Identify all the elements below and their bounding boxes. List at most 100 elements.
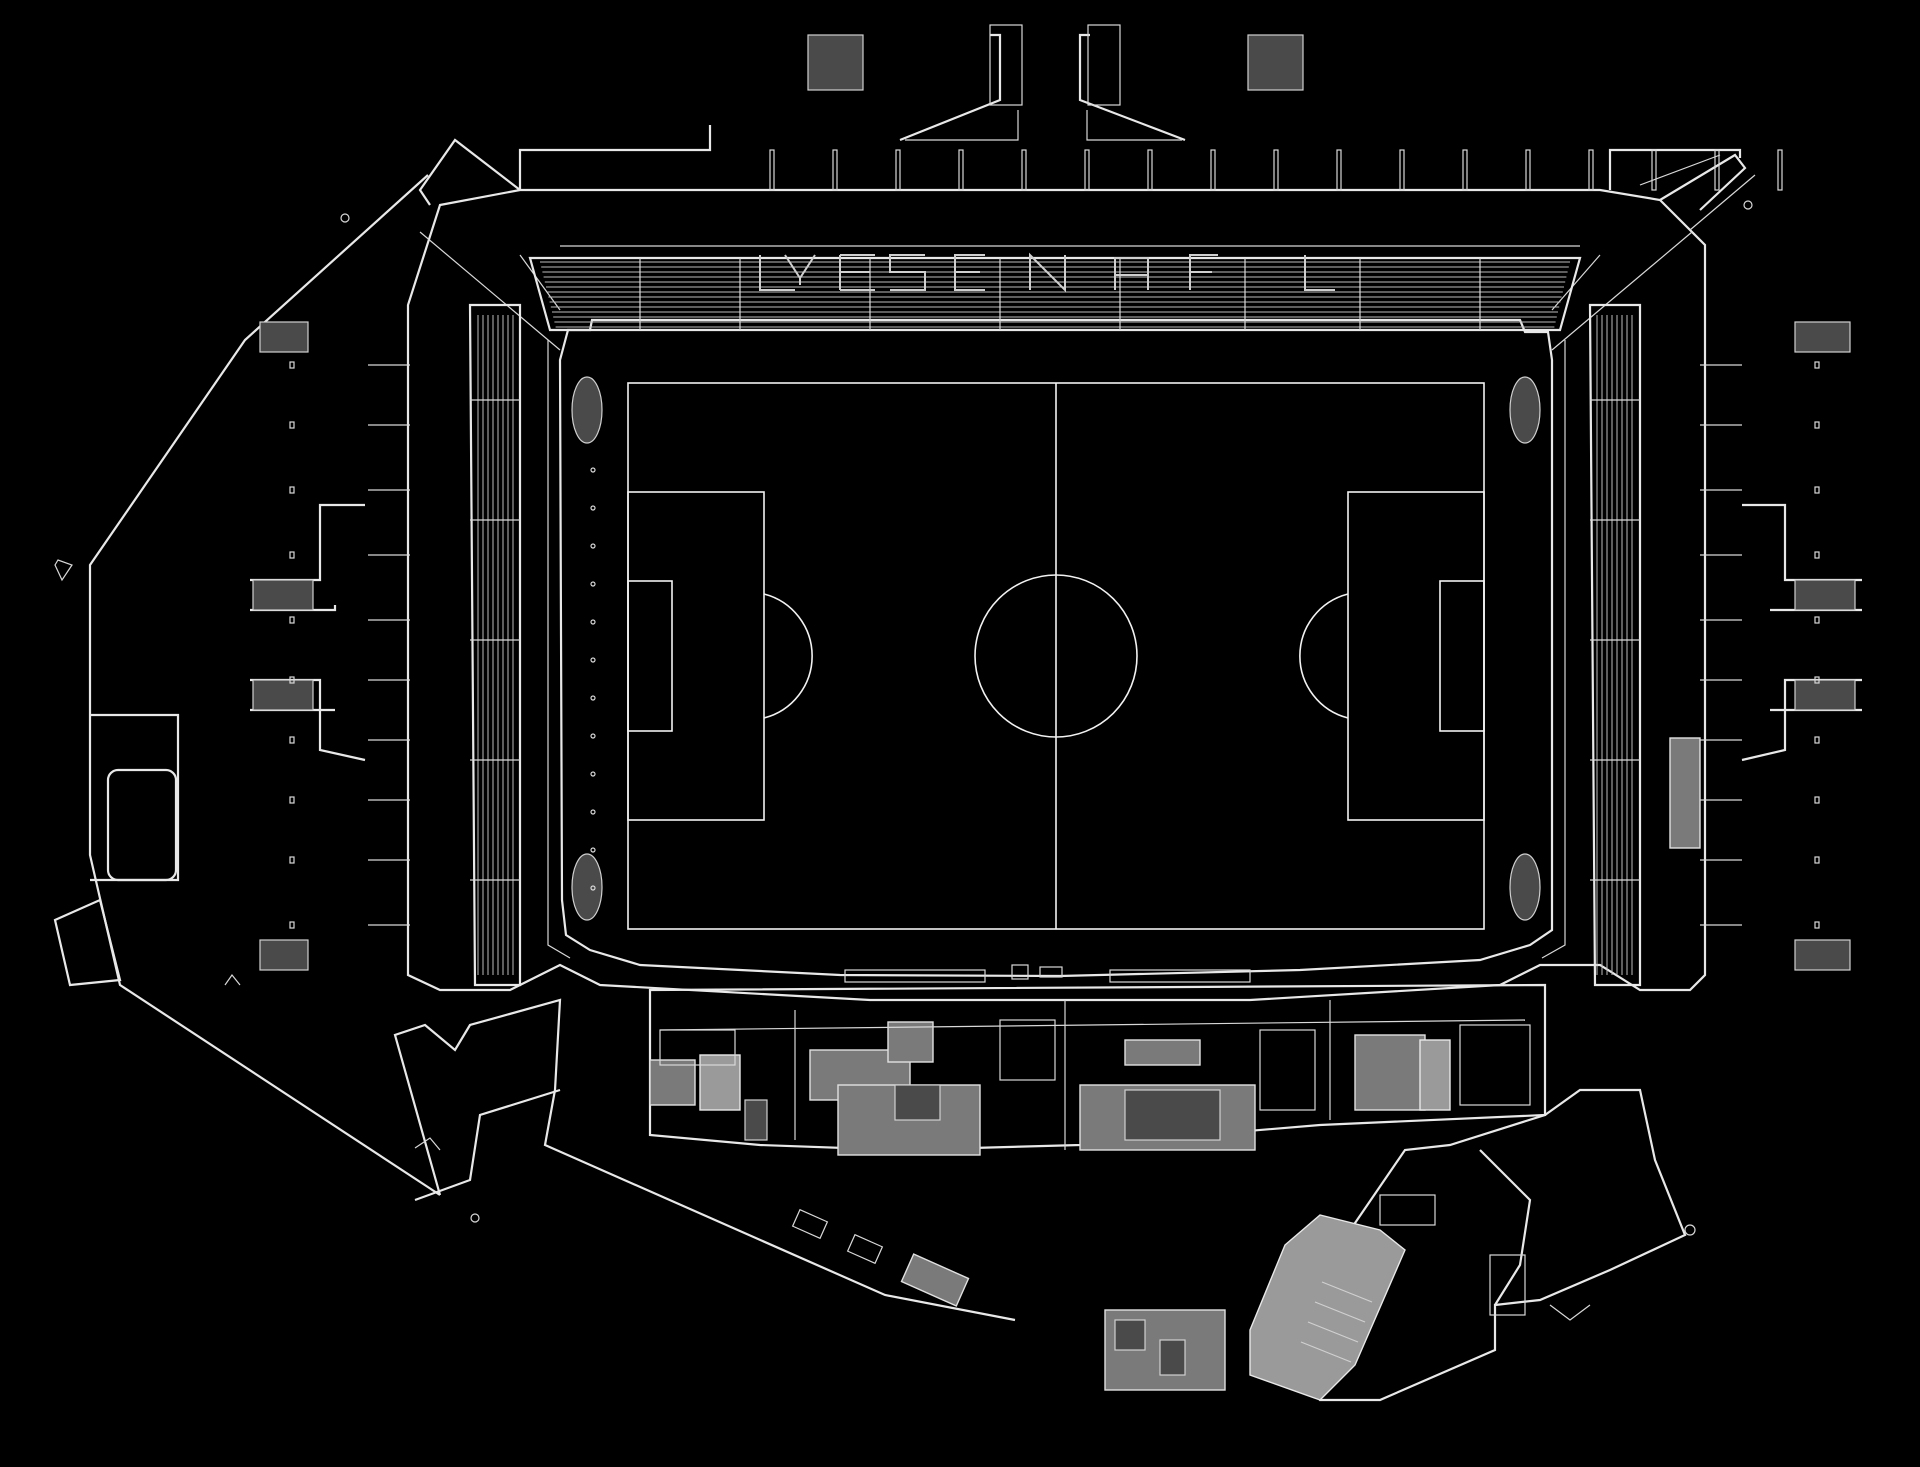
entrance-ramp-nw — [807, 34, 864, 91]
room-store — [744, 1099, 768, 1141]
concourse-pillar — [1084, 149, 1090, 191]
technical-area — [1011, 964, 1029, 980]
right-penalty-arc — [1299, 593, 1349, 719]
room-corridor-south — [894, 1084, 941, 1121]
bollard — [289, 921, 295, 929]
pitchside-marker — [590, 505, 596, 511]
bollard — [289, 421, 295, 429]
bollard — [1814, 856, 1820, 864]
entrance-ramp-ne — [1247, 34, 1304, 91]
pitchside-marker — [590, 809, 596, 815]
bollard — [289, 361, 295, 369]
south-building — [648, 983, 1547, 1156]
room-dressing-home-2 — [699, 1054, 741, 1111]
east-entrance-block-bottom — [1794, 939, 1851, 971]
west-entrance-block-bottom — [259, 939, 309, 971]
bollard — [289, 551, 295, 559]
concourse-pillar — [1147, 149, 1153, 191]
east-concourse-pillars — [1700, 361, 1820, 929]
concourse-pillar — [1462, 149, 1468, 191]
away-bench — [1109, 969, 1251, 983]
concourse-pillar — [1210, 149, 1216, 191]
right-goal-area — [1439, 580, 1485, 732]
pitchside-marker — [590, 847, 596, 853]
concourse-pillar — [1651, 149, 1657, 191]
bollard — [289, 676, 295, 684]
concourse-pillar — [1399, 149, 1405, 191]
east-stand — [1588, 303, 1642, 987]
west-ramp-upper — [252, 579, 314, 611]
kiosk-1 — [791, 1208, 829, 1240]
left-penalty-arc — [763, 593, 813, 719]
east-stand-rows — [1590, 315, 1640, 975]
bollard — [1814, 676, 1820, 684]
west-stand — [468, 303, 522, 987]
pitch — [627, 382, 1485, 930]
room-press — [1124, 1039, 1201, 1066]
kiosk-3 — [900, 1253, 970, 1307]
bollard — [289, 486, 295, 494]
room-showers — [1124, 1089, 1221, 1141]
east-entrance-block-top — [1794, 321, 1851, 353]
centre-circle — [974, 574, 1138, 738]
bollard — [1814, 921, 1820, 929]
home-bench — [844, 969, 986, 983]
left-goal-area — [627, 580, 673, 732]
north-stand — [528, 245, 1582, 332]
pitchside-marker — [590, 733, 596, 739]
west-service-room — [106, 768, 178, 882]
ticket-windows — [1300, 1281, 1373, 1363]
west-stand-rows — [470, 315, 520, 975]
pitchside-marker — [590, 543, 596, 549]
bollard — [289, 616, 295, 624]
bollard — [1814, 736, 1820, 744]
west-ramp-lower — [252, 679, 314, 711]
concourse-pillar — [769, 149, 775, 191]
corner-oval-bottom-left — [571, 853, 603, 921]
east-ramp-lower — [1794, 679, 1856, 711]
room-office — [1354, 1034, 1426, 1111]
inner-perimeter — [558, 318, 1554, 978]
room-dressing-home — [649, 1059, 696, 1106]
bollard — [1814, 551, 1820, 559]
kiosk-2 — [846, 1233, 884, 1265]
corner-oval-bottom-right — [1509, 853, 1541, 921]
east-service-room — [1669, 737, 1701, 849]
concourse-pillar — [1714, 149, 1720, 191]
bollard — [1814, 361, 1820, 369]
west-boundary-wall — [88, 174, 441, 1196]
bollard — [1814, 796, 1820, 804]
bollard — [289, 736, 295, 744]
bollard — [289, 796, 295, 804]
west-structures — [53, 174, 441, 1196]
concourse-pillar — [1588, 149, 1594, 191]
room-office-2 — [1419, 1039, 1451, 1111]
concourse-pillar — [895, 149, 901, 191]
north-stand-lettering — [759, 252, 1335, 293]
room-referee — [887, 1021, 934, 1063]
stadium-bowl — [406, 188, 1707, 1002]
north-entrances — [418, 24, 1756, 231]
pitchside-marker — [590, 467, 596, 473]
pitchside-marker — [590, 619, 596, 625]
southeast-building — [1104, 1088, 1696, 1402]
concourse-pillar — [1525, 149, 1531, 191]
concourse-pillar — [1021, 149, 1027, 191]
south-benches — [844, 964, 1251, 983]
bollard — [1814, 421, 1820, 429]
pitchside-marker — [590, 695, 596, 701]
west-entrance-block-top — [259, 321, 309, 353]
concourse-pillar — [1336, 149, 1342, 191]
left-penalty-area — [627, 491, 765, 821]
bollard — [1814, 486, 1820, 494]
pitchside-marker — [590, 771, 596, 777]
west-concourse-pillars — [289, 361, 596, 929]
east-ramp-upper — [1794, 579, 1856, 611]
concourse-pillar — [832, 149, 838, 191]
right-penalty-area — [1347, 491, 1485, 821]
pitchside-marker — [590, 885, 596, 891]
bollard — [1814, 616, 1820, 624]
corner-oval-top-left — [571, 376, 603, 444]
north-stand-rows — [540, 258, 1570, 330]
